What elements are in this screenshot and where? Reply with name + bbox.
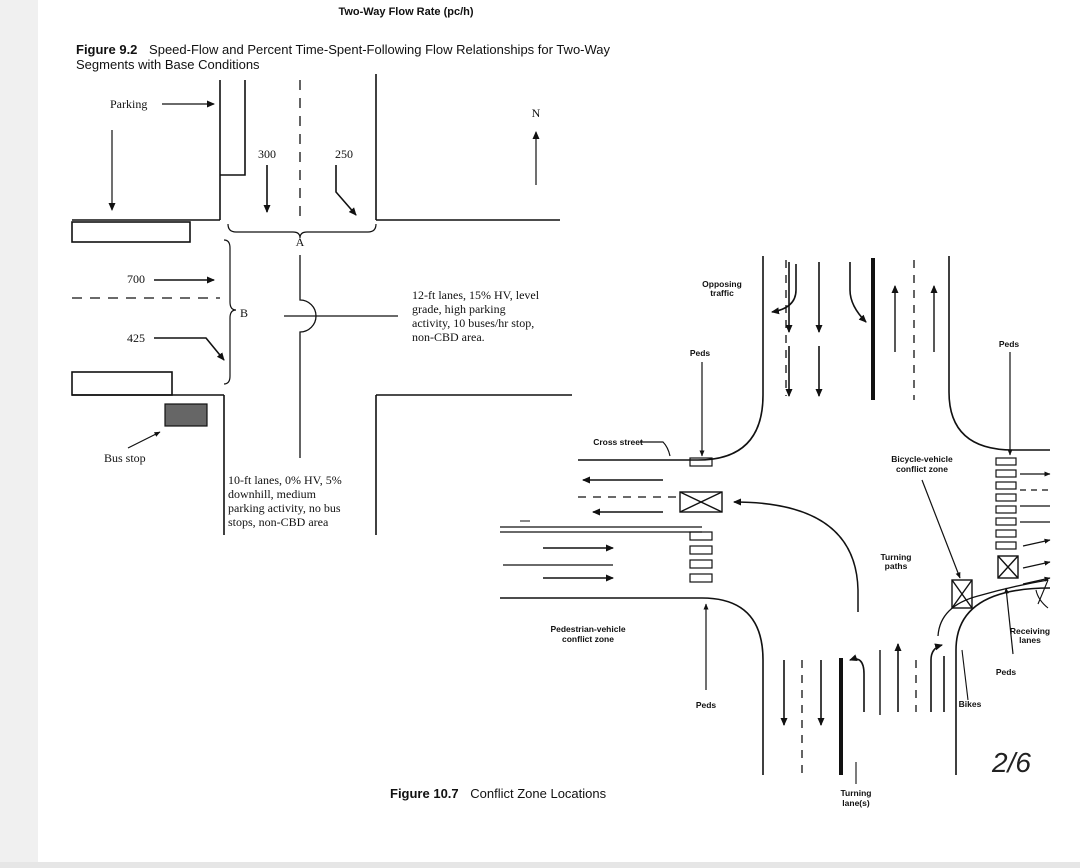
- approach-a-note: 12-ft lanes, 15% HV, level grade, high p…: [412, 288, 540, 344]
- approach-b-note-line: 10-ft lanes, 0% HV, 5%: [228, 473, 342, 487]
- volume-south-right: 250: [335, 147, 353, 161]
- figure-9-2-number: Figure 9.2: [76, 42, 137, 57]
- parking-rect-west-north: [71, 221, 191, 243]
- bikes-label: Bikes: [959, 699, 982, 709]
- receiving-lanes-label: Receiving: [1010, 626, 1050, 636]
- figure-10-7-caption: Figure 10.7 Conflict Zone Locations: [390, 786, 607, 801]
- cross-street-label: Cross street: [593, 437, 643, 447]
- scanned-page: Two-Way Flow Rate (pc/h) Figure 9.2 Spee…: [38, 0, 1080, 862]
- conflict-zone-diagram: [500, 256, 1051, 784]
- turning-paths-label: paths: [885, 561, 908, 571]
- turning-lanes-label: lane(s): [842, 798, 870, 808]
- ped-vehicle-label: Pedestrian-vehicle: [550, 624, 625, 634]
- approach-a-note-line: 12-ft lanes, 15% HV, level: [412, 288, 540, 302]
- scanned-figures: Two-Way Flow Rate (pc/h) Figure 9.2 Spee…: [71, 6, 1051, 808]
- figure-9-2-title-line1: Speed-Flow and Percent Time-Spent-Follow…: [149, 42, 610, 57]
- figure-10-7-title: Conflict Zone Locations: [470, 786, 606, 801]
- figure-9-2-title-line2: Segments with Base Conditions: [76, 57, 260, 72]
- page-bottom-edge: [0, 862, 1080, 868]
- parking-rect-west-south: [71, 371, 173, 396]
- volume-east-through: 700: [127, 272, 145, 286]
- bus-stop-label: Bus stop: [104, 451, 146, 465]
- handwritten-note: 2/6: [991, 747, 1031, 778]
- figure-9-2-caption: Figure 9.2 Speed-Flow and Percent Time-S…: [76, 42, 611, 72]
- volume-east-right: 425: [127, 331, 145, 345]
- approach-a-note-line: grade, high parking: [412, 302, 506, 316]
- ped-vehicle-label: conflict zone: [562, 634, 614, 644]
- approach-b-note-line: downhill, medium: [228, 487, 317, 501]
- approach-b-note: 10-ft lanes, 0% HV, 5% downhill, medium …: [228, 473, 342, 529]
- bus-stop-marker: [164, 403, 208, 427]
- turning-lanes-label: Turning: [841, 788, 872, 798]
- approach-a-note-line: activity, 10 buses/hr stop,: [412, 316, 534, 330]
- approach-b-label: B: [240, 306, 248, 320]
- figure-10-7-number: Figure 10.7: [390, 786, 459, 801]
- bicycle-conflict-box: [951, 555, 1019, 609]
- intersection-diagram: [71, 74, 572, 535]
- ped-vehicle-conflict-box: [679, 491, 723, 513]
- peds-label-north: Peds: [690, 348, 711, 358]
- volume-south-through: 300: [258, 147, 276, 161]
- approach-a-note-line: non-CBD area.: [412, 330, 485, 344]
- approach-b-note-line: parking activity, no bus: [228, 501, 341, 515]
- bicycle-vehicle-label: Bicycle-vehicle: [891, 454, 953, 464]
- svg-text:Figure 9.2 Speed-Flow an: Figure 9.2 Speed-Flow and Percent Time-S…: [76, 42, 611, 57]
- flow-rate-axis-caption: Two-Way Flow Rate (pc/h): [338, 6, 473, 18]
- approach-a-label: A: [296, 235, 305, 249]
- turning-paths-label: Turning: [881, 552, 912, 562]
- peds-label-east: Peds: [996, 667, 1017, 677]
- opposing-traffic-label: traffic: [710, 288, 734, 298]
- opposing-traffic-label: Opposing: [702, 279, 742, 289]
- peds-label-northeast: Peds: [999, 339, 1020, 349]
- bicycle-vehicle-label: conflict zone: [896, 464, 948, 474]
- approach-b-note-line: stops, non-CBD area: [228, 515, 329, 529]
- receiving-lanes-label: lanes: [1019, 635, 1041, 645]
- north-arrow-label: N: [532, 106, 541, 120]
- parking-label: Parking: [110, 97, 147, 111]
- peds-label-south: Peds: [696, 700, 717, 710]
